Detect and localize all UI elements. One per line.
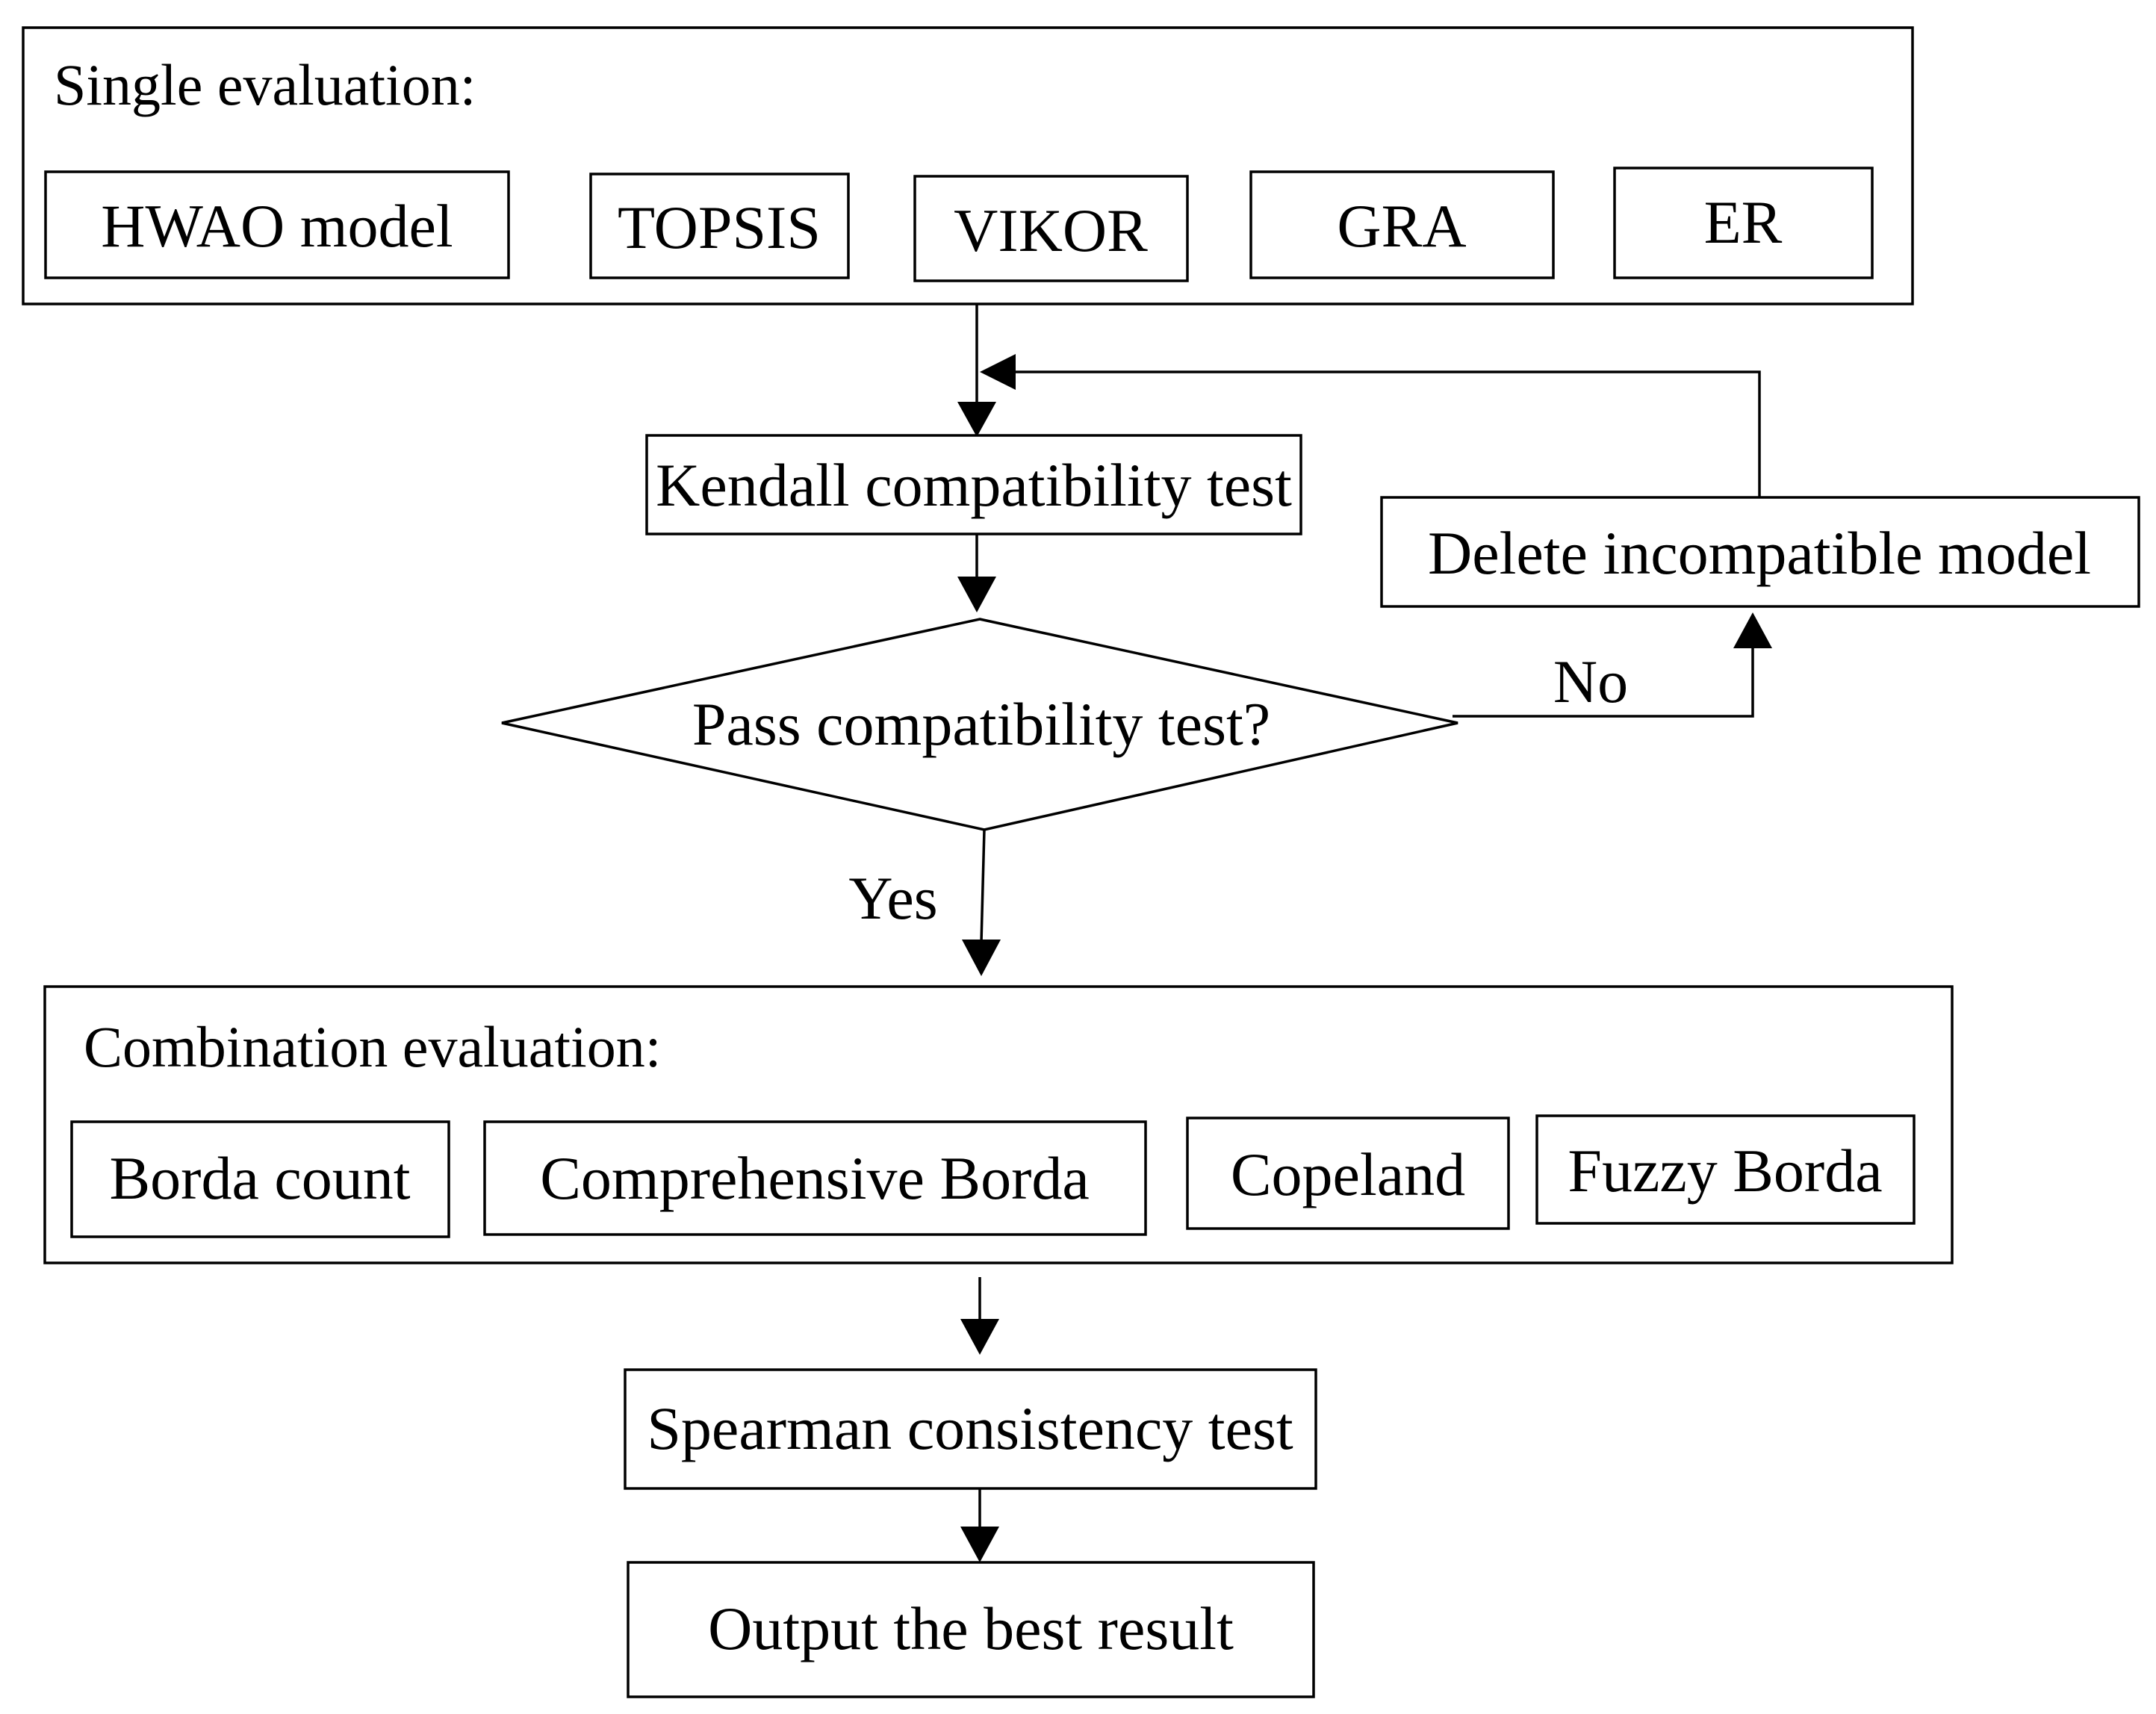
output-box [627, 1561, 1315, 1698]
arrow-delete-loop [1012, 370, 1761, 497]
spearman-test-label: Spearman consistency test [647, 1394, 1293, 1462]
method-box-comprehensive-borda [483, 1120, 1147, 1236]
method-box-borda-count [70, 1120, 450, 1238]
delete-model-box [1380, 496, 2140, 608]
method-box-fuzzy-borda [1535, 1114, 1916, 1225]
arrow-yes-to-combination [980, 829, 986, 943]
edge-label-no: No [1553, 648, 1628, 715]
combination-evaluation-title: Combination evaluation: [84, 1014, 661, 1079]
method-box-copeland [1186, 1117, 1510, 1230]
model-box-vikor [913, 175, 1189, 282]
model-label-vikor: VIKOR [954, 196, 1148, 264]
model-box-gra [1249, 170, 1555, 279]
model-label-topsis: TOPSIS [618, 193, 821, 261]
arrowhead-output [960, 1527, 999, 1562]
kendall-test-label: Kendall compatibility test [656, 451, 1292, 519]
spearman-test-box [624, 1368, 1317, 1490]
arrowhead-kendall [957, 402, 996, 437]
output-label: Output the best result [708, 1595, 1234, 1662]
model-box-hwao [44, 170, 510, 279]
method-label-comprehensive-borda: Comprehensive Borda [540, 1144, 1090, 1212]
method-label-copeland: Copeland [1231, 1140, 1465, 1208]
method-label-fuzzy-borda: Fuzzy Borda [1568, 1137, 1882, 1205]
kendall-test-box [645, 434, 1302, 535]
decision-label: Pass compatibility test? [692, 690, 1270, 758]
delete-model-label: Delete incompatible model [1428, 519, 2091, 587]
arrowhead-delete [1733, 612, 1772, 648]
arrowhead-combination [962, 940, 1001, 976]
model-label-hwao: HWAO model [101, 192, 453, 260]
single-evaluation-title: Single evaluation: [54, 52, 476, 117]
model-box-er [1613, 167, 1874, 279]
arrowhead-decision [957, 577, 996, 612]
arrowhead-spearman [960, 1319, 999, 1355]
model-label-gra: GRA [1337, 192, 1466, 260]
method-label-borda-count: Borda count [109, 1144, 410, 1212]
arrowhead-loop [980, 354, 1016, 390]
model-box-topsis [589, 173, 850, 279]
arrow-no-to-delete [1453, 646, 1754, 718]
edge-label-yes: Yes [848, 864, 937, 932]
model-label-er: ER [1704, 188, 1783, 256]
